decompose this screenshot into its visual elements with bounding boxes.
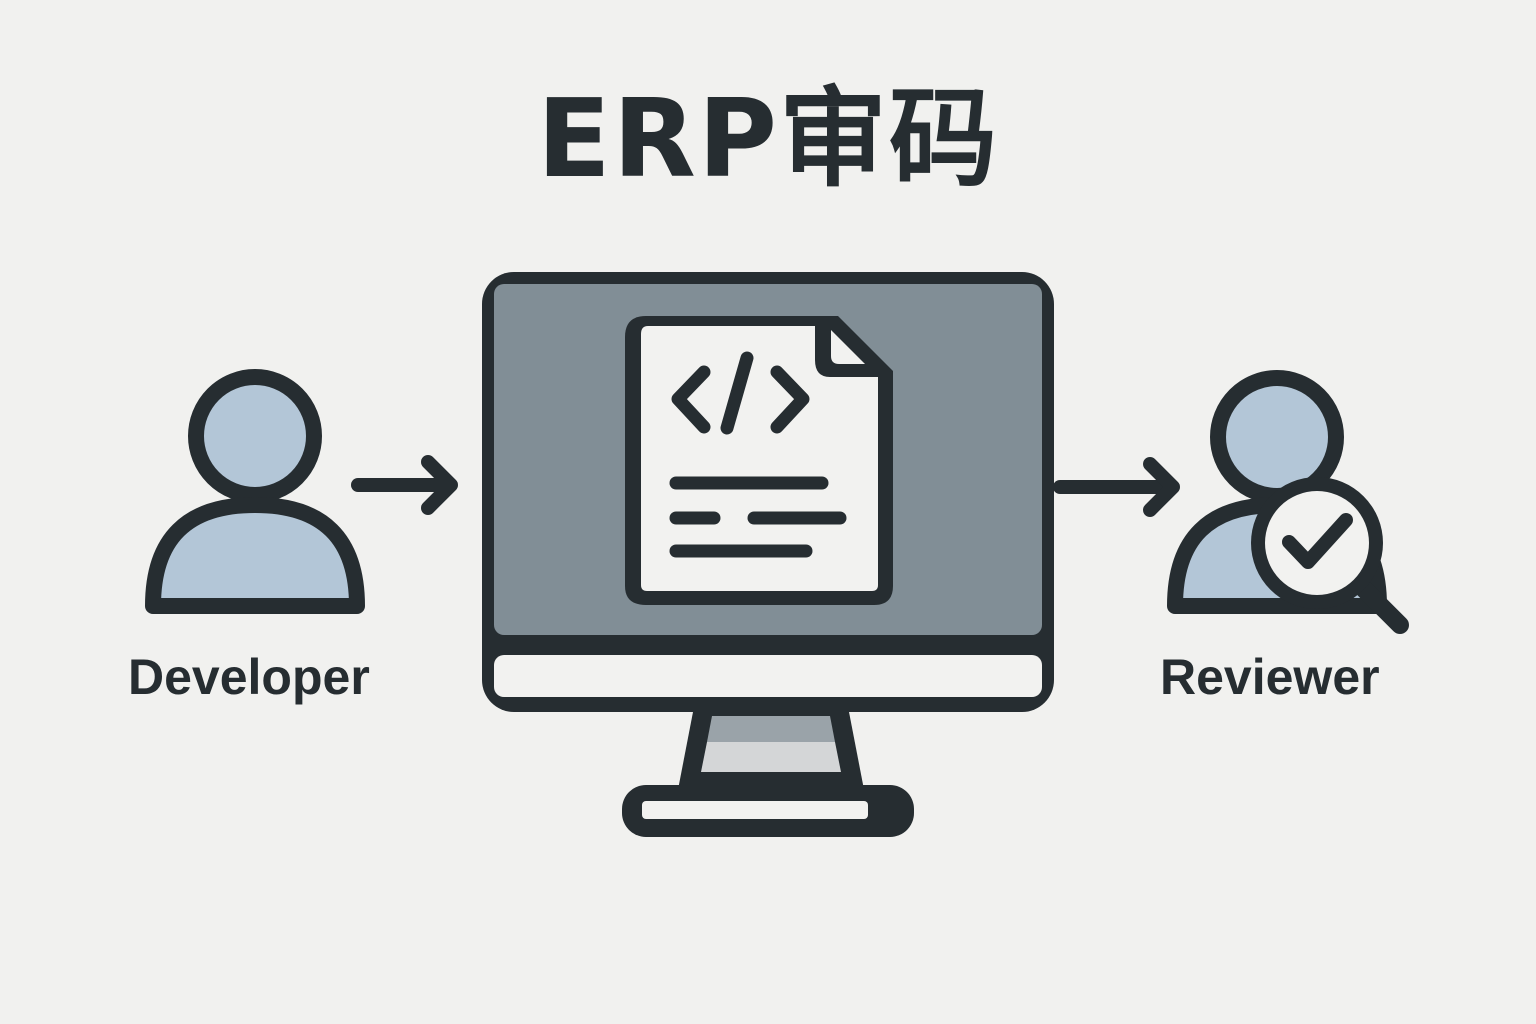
page-title: ERP审码 [536, 77, 1000, 202]
code-document-icon [625, 316, 893, 605]
reviewer-label: Reviewer [1160, 649, 1380, 705]
reviewer-icon [1167, 370, 1409, 634]
developer-icon [145, 369, 365, 614]
arrow-right-icon [351, 455, 458, 515]
magnifier-check-icon [1251, 477, 1409, 634]
arrow-right-icon [1053, 457, 1180, 517]
developer-label: Developer [128, 649, 370, 705]
